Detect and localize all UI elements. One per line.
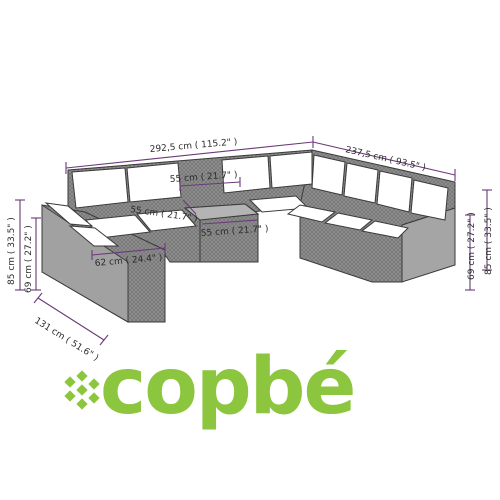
back-cushion: [343, 162, 379, 204]
back-cushion: [44, 202, 94, 227]
back-cushion: [126, 162, 182, 203]
back-cushion: [269, 151, 313, 189]
back-cushion: [311, 154, 346, 196]
coffee-table-top: [183, 203, 260, 221]
back-cushion: [221, 155, 271, 194]
dim-seat-height-left: 69 cm ( 27.2" ): [24, 225, 34, 293]
seat-cushion: [136, 209, 198, 232]
back-cushion: [410, 179, 449, 221]
cushions: [44, 151, 449, 247]
dim-total-width: 292,5 cm ( 115.2" ): [149, 137, 237, 155]
seat-cushion: [68, 225, 120, 247]
dimension-lines: [15, 136, 492, 346]
logo-text: copbé: [100, 342, 354, 432]
seat-cushion: [323, 212, 374, 231]
dim-table-width: 55 cm ( 21.7" ): [201, 224, 269, 239]
dim-depth-left: 131 cm ( 51.6" ): [32, 316, 100, 363]
dim-seat-height-right: 69 cm ( 27.2" ): [467, 212, 477, 280]
seat-cushion: [360, 220, 410, 239]
seat-cushion: [286, 204, 337, 223]
logo-mark-icon: [64, 370, 100, 410]
brand-logo: copbé: [64, 342, 356, 432]
dim-height-left: 85 cm ( 33.5" ): [7, 217, 17, 285]
back-cushion: [71, 167, 129, 209]
back-cushion: [376, 170, 413, 213]
dim-height-right: 85 cm ( 33.5" ): [484, 207, 494, 275]
dim-table-length: 55 cm ( 21.7" ): [170, 170, 238, 185]
